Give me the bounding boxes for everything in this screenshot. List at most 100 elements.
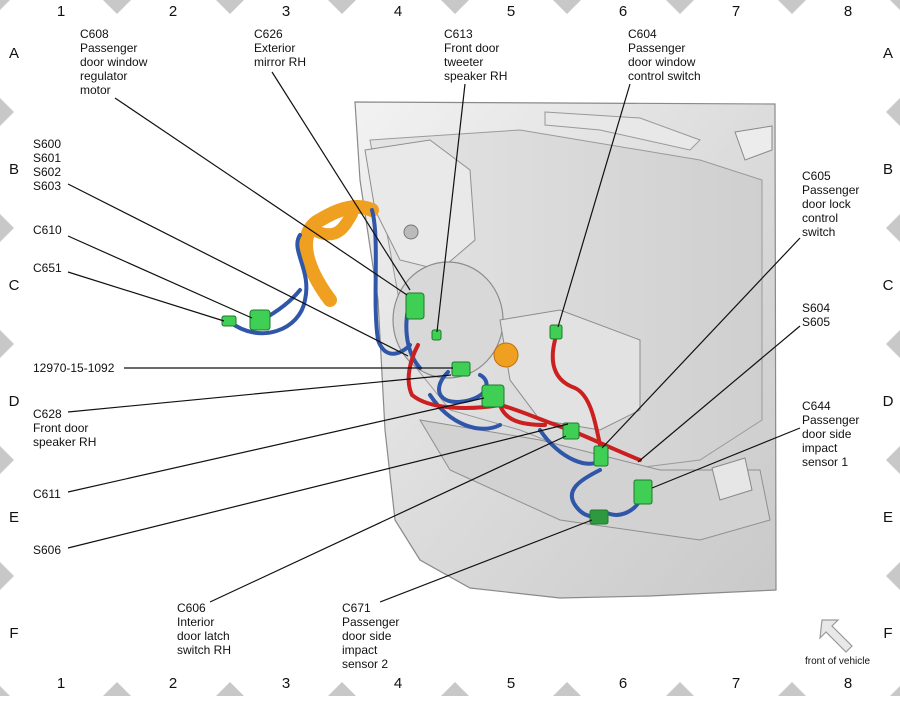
grid-marker: [778, 0, 806, 14]
grid-marker: [666, 682, 694, 701]
grid-col-label: 7: [732, 3, 740, 20]
grid-marker: [890, 686, 900, 701]
callout-line: S601: [33, 151, 61, 165]
callout-line: Passenger: [80, 41, 137, 55]
callout-line: door window: [80, 55, 148, 69]
grid-marker: [0, 562, 14, 590]
grid-col-label: 6: [619, 3, 627, 20]
connector-c605: [593, 445, 609, 467]
callout-line: C610: [33, 223, 62, 237]
grid-marker: [0, 686, 10, 701]
grid-row-label: C: [883, 277, 894, 294]
grid-row-label: E: [883, 509, 893, 526]
grid-marker: [441, 0, 469, 14]
door-panel: [354, 101, 777, 599]
callout-c613: C613 Front door tweeter speaker RH: [444, 27, 507, 83]
grid-col-label: 5: [507, 675, 515, 692]
callout-c651: C651: [33, 261, 62, 275]
callout-line: door latch: [177, 629, 230, 643]
callout-line: speaker RH: [444, 69, 507, 83]
callout-c671: C671 Passenger door side impact sensor 2: [342, 601, 399, 671]
grid-row-label: C: [9, 277, 20, 294]
callout-s604: S604 S605: [802, 301, 830, 329]
callout-line: Passenger: [802, 413, 859, 427]
grid-marker: [216, 682, 244, 701]
grid-marker: [778, 682, 806, 701]
connector-c644: [633, 479, 653, 505]
connector-c626: [405, 292, 425, 320]
callout-line: C604: [628, 27, 657, 41]
callout-line: speaker RH: [33, 435, 96, 449]
callout-c628: C628 Front door speaker RH: [33, 407, 96, 449]
callout-c606: C606 Interior door latch switch RH: [177, 601, 231, 657]
callout-line: Interior: [177, 615, 214, 629]
grid-marker: [103, 682, 131, 701]
grid-row-label: D: [883, 393, 894, 410]
callout-s606: S606: [33, 543, 61, 557]
callout-line: Front door: [444, 41, 499, 55]
callout-c604: C604 Passenger door window control switc…: [628, 27, 701, 83]
callout-line: S602: [33, 165, 61, 179]
connector-c628: [451, 361, 471, 377]
grid-marker: [886, 562, 900, 590]
callout-line: sensor 1: [802, 455, 848, 469]
callout-line: S603: [33, 179, 61, 193]
front-of-vehicle-indicator: front of vehicle: [805, 619, 870, 667]
grid-row-label: A: [9, 45, 19, 62]
callout-line: switch RH: [177, 643, 231, 657]
grid-row-label: B: [9, 161, 19, 178]
grid-marker: [328, 682, 356, 701]
callout-line: control: [802, 211, 838, 225]
grid-col-label: 8: [844, 3, 852, 20]
grid-col-label: 5: [507, 3, 515, 20]
grid-row-label: F: [883, 625, 892, 642]
callout-line: motor: [80, 83, 111, 97]
grid-col-label: 2: [169, 675, 177, 692]
callout-line: control switch: [628, 69, 701, 83]
callout-line: C651: [33, 261, 62, 275]
callout-line: door side: [802, 427, 852, 441]
grid-marker: [441, 682, 469, 701]
callout-line: Passenger: [628, 41, 685, 55]
grid-marker: [103, 0, 131, 14]
grid-col-label: 4: [394, 3, 402, 20]
grid-col-label: 3: [282, 3, 290, 20]
connector-c613: [431, 329, 442, 341]
front-of-vehicle-label: front of vehicle: [805, 656, 870, 667]
callout-line: C626: [254, 27, 283, 41]
callout-line: C671: [342, 601, 371, 615]
callout-line: C628: [33, 407, 62, 421]
grid-marker: [886, 330, 900, 358]
grid-marker: [890, 0, 900, 10]
connector-c651: [221, 315, 237, 327]
grid-marker: [553, 0, 581, 14]
callout-c610: C610: [33, 223, 62, 237]
callout-c611: C611: [33, 487, 61, 501]
grid-col-label: 1: [57, 675, 65, 692]
grid-row-label: D: [9, 393, 20, 410]
grid-row-label: A: [883, 45, 893, 62]
grid-marker: [886, 98, 900, 126]
connector-c604: [549, 324, 563, 340]
callout-s600: S600 S601 S602 S603: [33, 137, 61, 193]
callout-line: C608: [80, 27, 109, 41]
grid-marker: [0, 214, 14, 242]
grid-marker: [0, 446, 14, 474]
connector-c611: [481, 384, 505, 408]
callout-line: S600: [33, 137, 61, 151]
callout-line: C606: [177, 601, 206, 615]
grid-col-label: 1: [57, 3, 65, 20]
grid-col-label: 8: [844, 675, 852, 692]
callout-part-number: 12970-15-1092: [33, 361, 115, 375]
grid-marker: [328, 0, 356, 14]
callout-line: Passenger: [342, 615, 399, 629]
callout-line: regulator: [80, 69, 127, 83]
callout-line: C605: [802, 169, 831, 183]
grid-row-label: B: [883, 161, 893, 178]
callout-line: sensor 2: [342, 657, 388, 671]
grid-col-label: 6: [619, 675, 627, 692]
grid-marker: [0, 330, 14, 358]
callout-line: C611: [33, 487, 61, 501]
callout-line: mirror RH: [254, 55, 306, 69]
